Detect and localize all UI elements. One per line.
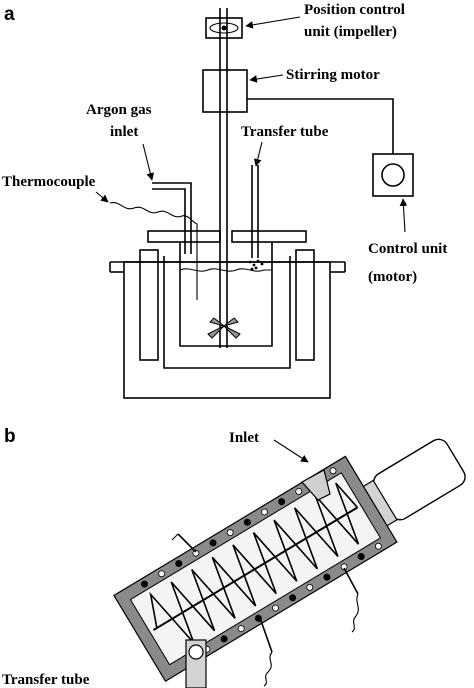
thermocouple-wire: [109, 201, 198, 300]
panel-b: b: [2, 426, 466, 688]
arrow-control-unit: [399, 198, 408, 233]
inlet-funnel: [301, 469, 331, 501]
arrow-thermocouple: [95, 191, 109, 203]
arrow-position-control: [245, 16, 301, 29]
arrow-stirring-motor: [249, 74, 284, 83]
panel-b-letter: b: [4, 426, 16, 447]
panel-a-letter: a: [4, 4, 15, 25]
position-control-unit: [205, 17, 243, 39]
label-stirring-motor: Stirring motor: [286, 67, 380, 83]
label-transfer-tube-a: Transfer tube: [241, 124, 329, 140]
label-argon-2: inlet: [110, 124, 138, 140]
arrow-transfer-tube-a: [253, 141, 263, 167]
screw-helix: [149, 482, 360, 644]
label-transfer-tube-b: Transfer tube: [2, 672, 90, 688]
melt-surface: [179, 268, 272, 272]
label-control-unit-1: Control unit: [368, 241, 447, 257]
particles: [248, 259, 264, 271]
label-control-unit-2: (motor): [368, 269, 417, 285]
label-argon-1: Argon gas: [86, 102, 152, 118]
panel-a: a: [2, 2, 447, 399]
impeller-blades: [207, 317, 241, 339]
arrow-inlet: [273, 439, 309, 463]
stirring-motor: [202, 69, 248, 113]
label-position-control-1: Position control: [304, 2, 405, 18]
transfer-tube-outlet: [185, 639, 207, 688]
crucible-lid: [147, 230, 307, 243]
label-thermocouple: Thermocouple: [2, 174, 96, 190]
arrow-argon: [142, 143, 155, 181]
crucible: [179, 242, 273, 347]
label-inlet: Inlet: [229, 430, 259, 446]
screw-barrel: [113, 455, 398, 682]
motor-cable: [247, 98, 394, 154]
furnace: [109, 249, 346, 399]
label-position-control-2: unit (impeller): [304, 24, 397, 40]
control-unit: [372, 153, 414, 197]
barrel-thermocouples: [171, 533, 359, 687]
